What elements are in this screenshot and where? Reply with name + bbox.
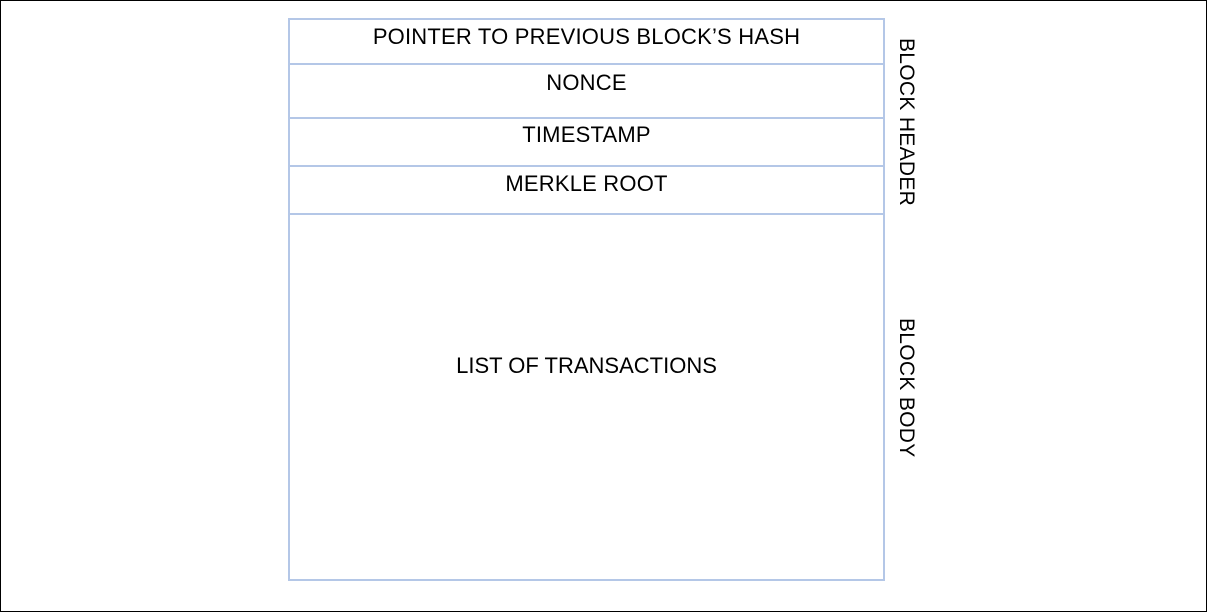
merkle-root-label: MERKLE ROOT [505,171,668,196]
block-structure: POINTER TO PREVIOUS BLOCK’S HASH NONCE T… [288,18,885,581]
block-body-label: BLOCK BODY [895,318,918,458]
transactions-field: LIST OF TRANSACTIONS [290,215,883,579]
nonce-field: NONCE [290,65,883,119]
nonce-label: NONCE [546,70,627,95]
merkle-root-field: MERKLE ROOT [290,167,883,215]
transactions-label: LIST OF TRANSACTIONS [456,353,717,378]
timestamp-field: TIMESTAMP [290,119,883,167]
timestamp-label: TIMESTAMP [522,122,651,147]
previous-hash-field: POINTER TO PREVIOUS BLOCK’S HASH [290,20,883,65]
previous-hash-label: POINTER TO PREVIOUS BLOCK’S HASH [372,24,801,49]
block-header-label: BLOCK HEADER [895,38,918,207]
